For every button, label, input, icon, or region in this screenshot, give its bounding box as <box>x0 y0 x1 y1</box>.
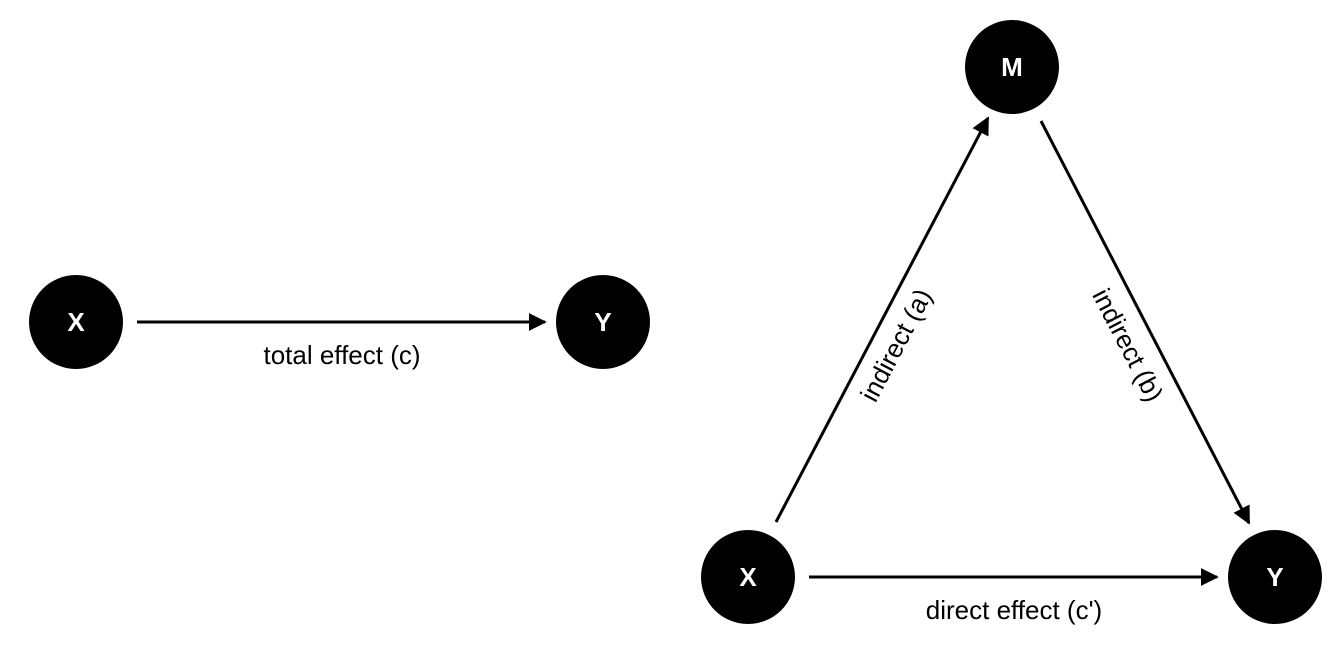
right-node-x-label: X <box>739 562 757 592</box>
right-node-x: X <box>701 530 795 624</box>
right-node-y-label: Y <box>1266 562 1283 592</box>
mediator-node-m: M <box>965 20 1059 114</box>
mediation-model-diagram: indirect (a) indirect (b) direct effect … <box>701 20 1322 625</box>
indirect-b-arrow <box>1039 120 1251 525</box>
left-node-x-label: X <box>67 307 85 337</box>
direct-effect-label: direct effect (c') <box>926 595 1102 625</box>
right-node-y: Y <box>1228 530 1322 624</box>
mediator-node-m-label: M <box>1001 52 1023 82</box>
indirect-a-label: indirect (a) <box>854 284 938 407</box>
left-node-y-label: Y <box>594 307 611 337</box>
left-node-x: X <box>29 275 123 369</box>
left-node-y: Y <box>556 275 650 369</box>
total-effect-diagram: total effect (c) X Y <box>29 275 650 370</box>
total-effect-label: total effect (c) <box>263 340 420 370</box>
indirect-a-arrow <box>774 116 990 523</box>
